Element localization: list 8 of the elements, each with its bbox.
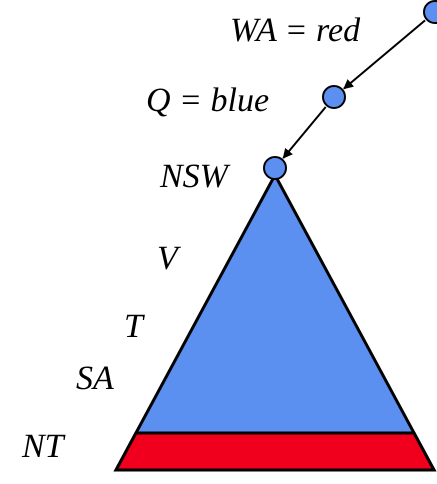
variable-label: T <box>124 308 143 346</box>
arrow <box>282 106 326 159</box>
variable-label: SA <box>76 360 114 398</box>
state-circle <box>263 156 287 180</box>
variable-label: NSW <box>160 158 228 196</box>
arrow <box>343 20 426 90</box>
variable-label: NT <box>22 428 64 466</box>
state-circle <box>322 85 346 109</box>
